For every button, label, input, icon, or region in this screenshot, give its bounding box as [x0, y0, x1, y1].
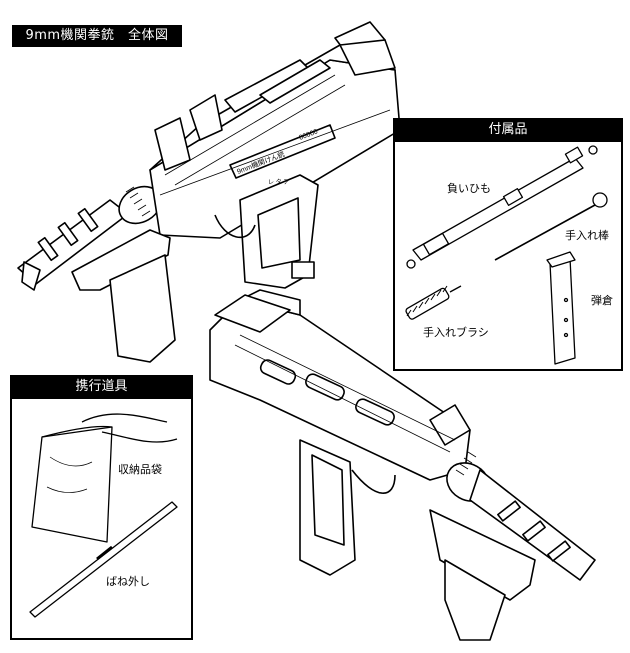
storage-bag-label: 収納品袋	[118, 463, 162, 476]
accessories-drawings	[405, 145, 608, 365]
sling-label: 負いひも	[447, 182, 491, 195]
accessories-header: 付属品	[393, 118, 623, 142]
cleaning-brush-label: 手入れブラシ	[423, 326, 489, 339]
selector-marking: レ タ ア	[268, 178, 289, 186]
page-title: 9mm機関拳銃 全体図	[12, 25, 182, 47]
magazine-label: 弾倉	[591, 294, 613, 307]
cleaning-rod-label: 手入れ棒	[565, 229, 609, 242]
carry-tools-header: 携行道具	[10, 375, 193, 399]
accessories-panel: 付属品 負いひも 手入れ棒 弾倉 手入れブラシ	[393, 118, 623, 371]
carry-tools-drawings	[29, 413, 178, 618]
carry-tools-panel: 携行道具 収納品袋 ばね外し	[10, 375, 193, 640]
spring-remover-label: ばね外し	[106, 575, 150, 588]
